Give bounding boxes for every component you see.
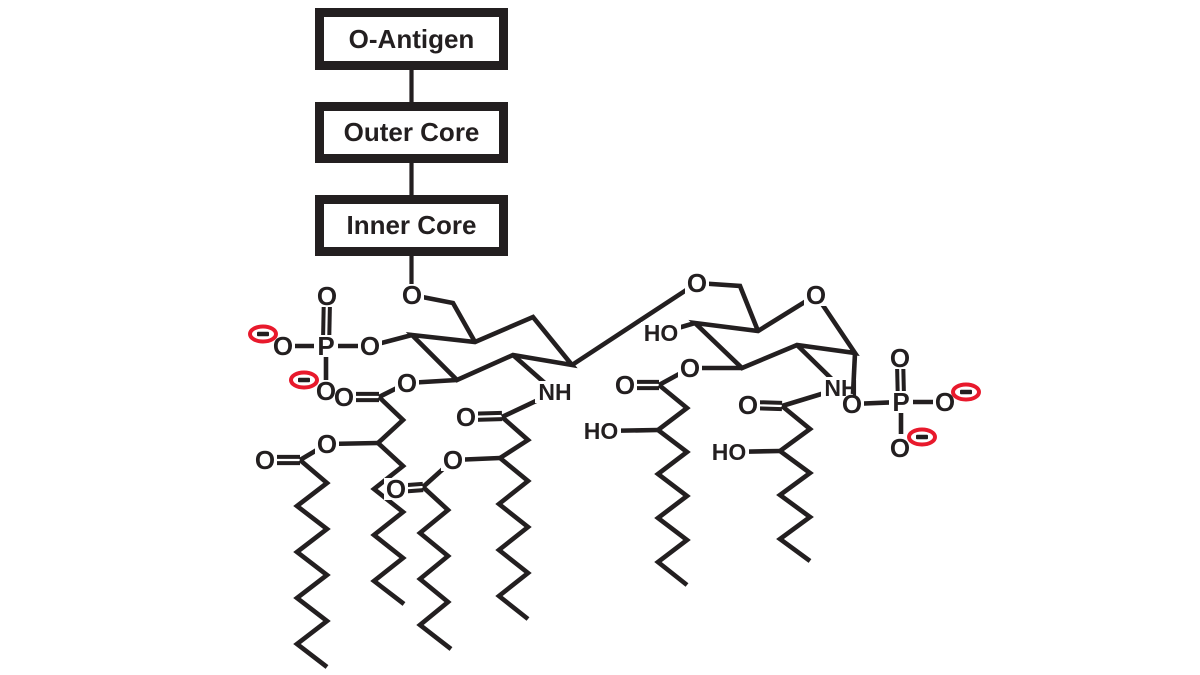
acyl-chain-bond	[654, 383, 691, 587]
atom-halo	[581, 420, 621, 442]
atom-halo	[889, 391, 913, 413]
atom-label-O: O	[402, 280, 422, 310]
sugar-ring-bond	[405, 314, 578, 383]
acyl-chain-bond	[776, 404, 814, 563]
flow-box-outer-core: Outer Core	[315, 102, 508, 163]
atom-label-O: O	[615, 370, 635, 400]
atom-halo	[454, 406, 478, 428]
atom-label-HO: HO	[712, 439, 747, 465]
atom-label-O: O	[334, 382, 354, 412]
bond-line	[498, 415, 532, 460]
atom-halo	[736, 394, 760, 416]
atom-label-O: O	[842, 389, 862, 419]
bond-line	[411, 292, 478, 344]
atom-halo	[888, 437, 912, 459]
atom-halo	[395, 372, 419, 394]
atom-label-O: O	[443, 445, 463, 475]
atom-label-O: O	[806, 280, 826, 310]
atom-halo	[315, 285, 339, 307]
atom-halo	[400, 284, 424, 306]
atom-halo	[314, 335, 338, 357]
atom-label-P: P	[317, 331, 334, 361]
bond-line	[570, 281, 699, 367]
atom-label-HO: HO	[584, 418, 619, 444]
atom-label-O: O	[935, 387, 955, 417]
flow-box-inner-core: Inner Core	[315, 195, 508, 256]
atom-halo	[384, 478, 408, 500]
minus-icon	[257, 331, 269, 337]
atom-label-O: O	[316, 376, 336, 406]
atom-label-O: O	[273, 331, 293, 361]
atom-halo	[709, 441, 749, 463]
atom-label-HO: HO	[644, 320, 679, 346]
atom-halo	[271, 335, 295, 357]
acyl-chain-bond	[293, 458, 331, 669]
atom-halo	[332, 386, 356, 408]
atom-halo	[441, 449, 465, 471]
atom-label-O: O	[397, 368, 417, 398]
bond-line	[376, 395, 407, 445]
acyl-chain-bond	[370, 441, 407, 606]
atom-halo	[315, 433, 339, 455]
atom-label-O: O	[687, 268, 707, 298]
bond-line	[850, 352, 858, 395]
atom-halo	[678, 357, 702, 379]
atom-halo	[613, 374, 637, 396]
atom-halo	[933, 391, 957, 413]
minus-icon	[916, 434, 928, 440]
atom-label-O: O	[317, 281, 337, 311]
acyl-chain-bond	[495, 456, 532, 621]
flow-box-label: Outer Core	[343, 117, 480, 147]
minus-icon	[298, 377, 310, 383]
atom-halo	[641, 322, 681, 344]
atom-label-O: O	[386, 474, 406, 504]
atom-halo	[804, 284, 828, 306]
atom-label-O: O	[890, 433, 910, 463]
acyl-chain-bond	[416, 485, 453, 651]
atom-halo	[253, 449, 277, 471]
flow-box-label: O-Antigen	[348, 23, 475, 54]
atom-label-NH: NH	[538, 379, 571, 405]
flow-box-label: Inner Core	[346, 210, 477, 240]
atom-halo	[535, 381, 575, 403]
atom-label-O: O	[738, 390, 758, 420]
sugar-ring-bond	[688, 291, 860, 371]
atom-halo	[840, 393, 864, 415]
atom-halo	[888, 347, 912, 369]
atom-halo	[685, 272, 709, 294]
atom-label-O: O	[317, 429, 337, 459]
minus-icon	[960, 389, 972, 395]
atom-label-O: O	[255, 445, 275, 475]
flow-box-o-antigen: O-Antigen	[315, 8, 508, 70]
atom-label-O: O	[456, 402, 476, 432]
atom-halo	[358, 335, 382, 357]
atom-label-O: O	[360, 331, 380, 361]
bond-line	[696, 280, 761, 332]
atom-label-P: P	[892, 387, 909, 417]
atom-label-O: O	[680, 353, 700, 383]
atom-label-O: O	[890, 343, 910, 373]
